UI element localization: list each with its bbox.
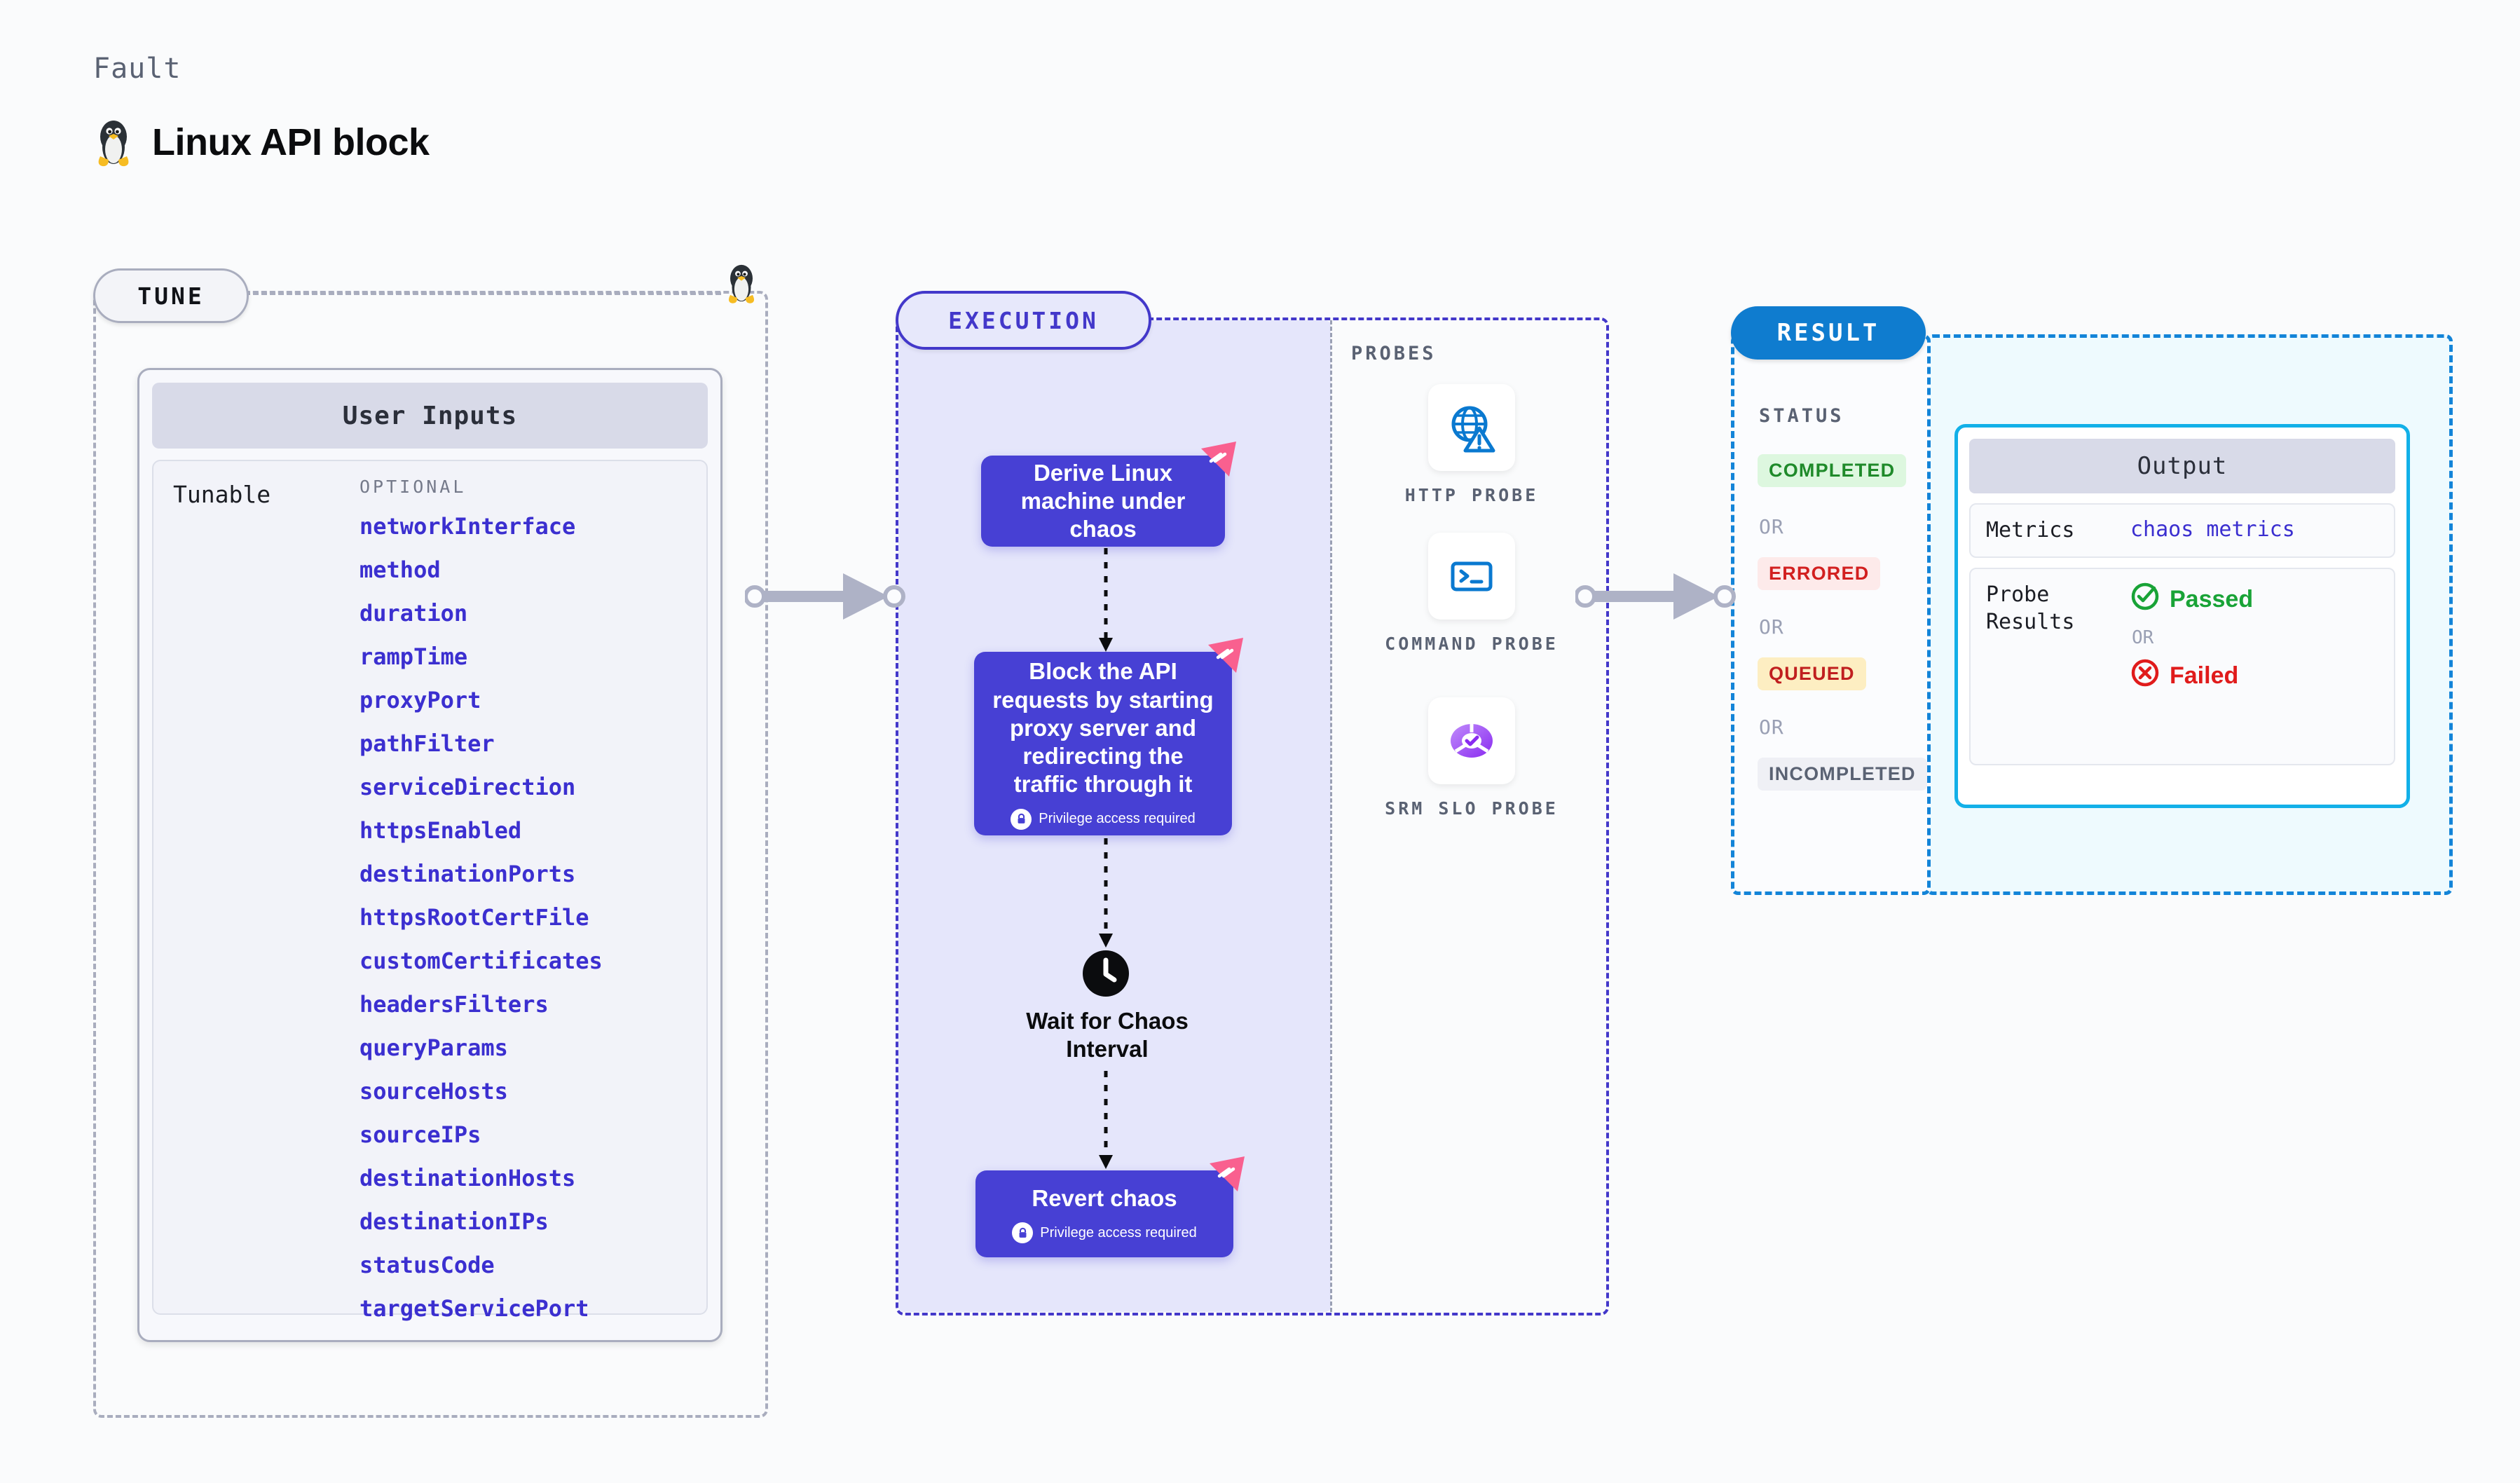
user-inputs-card: User Inputs Tunable OPTIONAL networkInte… [137,368,723,1342]
tunable-param[interactable]: proxyPort [359,687,481,713]
output-row-metrics: Metrics chaos metrics [1969,503,2395,559]
probe-result-or: OR [2132,627,2154,649]
failed-label: Failed [2170,662,2239,690]
probe-label: HTTP PROBE [1404,485,1539,505]
execution-node-revert-chaos[interactable]: Revert chaos Privilege access required [975,1156,1245,1257]
output-title: Output [1969,439,2395,493]
status-label: STATUS [1759,405,1844,427]
tunable-param[interactable]: statusCode [359,1252,495,1278]
tunable-param[interactable]: customCertificates [359,948,603,974]
lock-icon [1011,808,1032,830]
execution-pill[interactable]: EXECUTION [896,291,1151,350]
execution-node-label: Revert chaos [1032,1184,1177,1211]
result-status-region [1731,334,1931,895]
status-badge-errored: ERRORED [1758,557,1881,590]
tunable-param[interactable]: pathFilter [359,730,495,757]
result-pill[interactable]: RESULT [1731,306,1926,360]
probes-region [1330,320,1608,1312]
tunable-param[interactable]: sourceIPs [359,1121,481,1148]
connector-execution-to-result [1574,566,1744,630]
flow-arrow-2 [1092,838,1120,952]
tunable-box: Tunable OPTIONAL networkInterface method d… [152,460,708,1320]
linux-penguin-marker-icon [724,261,759,309]
privilege-badge-label: Privilege access required [1040,1224,1197,1241]
probe-results-key: Probe Results [1986,582,2075,634]
metrics-key: Metrics [1986,518,2075,542]
connector-tune-to-execution [744,566,906,630]
probe-label: SRM SLO PROBE [1385,798,1559,819]
status-badge-queued: QUEUED [1758,657,1866,690]
tunable-param[interactable]: targetServicePort [359,1295,589,1322]
status-badge-incompleted: INCOMPLETED [1758,758,1927,791]
privilege-badge-label: Privilege access required [1039,811,1196,827]
probe-item-srm-slo[interactable]: SRM SLO PROBE [1374,697,1570,821]
flow-arrow-1 [1092,548,1120,657]
terminal-icon [1428,533,1515,620]
passed-label: Passed [2170,586,2254,613]
page-title-row: Linux API block [93,116,430,169]
tunable-param[interactable]: sourceHosts [359,1078,508,1105]
tunable-param[interactable]: duration [359,600,468,627]
tunable-param[interactable]: queryParams [359,1034,508,1061]
page-title: Linux API block [152,121,430,163]
flow-arrow-3 [1092,1071,1120,1174]
probe-item-http[interactable]: HTTP PROBE [1374,384,1570,507]
tunable-param[interactable]: destinationPorts [359,861,576,887]
wait-for-chaos-interval-label: Wait for Chaos Interval [1026,1008,1189,1062]
probes-label: PROBES [1351,343,1437,364]
execution-node-derive-linux-machine[interactable]: Derive Linux machine under chaos [981,442,1236,547]
privilege-badge: Privilege access required [1012,1222,1197,1244]
metrics-value-link[interactable]: chaos metrics [2130,517,2295,542]
tunable-param[interactable]: httpsEnabled [359,817,522,844]
status-or-1: OR [1759,515,1784,538]
execution-node-label: Block the API requests by starting proxy… [992,658,1214,798]
linux-penguin-icon [93,116,134,169]
output-card: Output Metrics chaos metrics Probe Resul… [1954,424,2410,808]
tune-pill[interactable]: TUNE [93,268,249,323]
tunable-param[interactable]: destinationIPs [359,1208,549,1235]
fault-eyebrow-label: Fault [93,53,182,85]
check-circle-icon [2130,582,2160,617]
tunable-param[interactable]: serviceDirection [359,774,576,800]
lock-icon [1012,1222,1034,1244]
privilege-badge: Privilege access required [1011,808,1196,830]
clock-icon [1082,950,1130,997]
tunable-param[interactable]: headersFilters [359,991,549,1018]
status-badge-completed: COMPLETED [1758,454,1907,487]
user-inputs-title: User Inputs [152,383,708,449]
tunable-param[interactable]: destinationHosts [359,1165,576,1191]
probe-result-failed: Failed [2130,658,2253,694]
globe-warning-icon [1428,384,1515,471]
execution-node-block-api-requests[interactable]: Block the API requests by starting proxy… [974,638,1243,835]
optional-label: OPTIONAL [359,477,467,497]
output-row-probe-results: Probe Results Passed OR [1969,568,2395,766]
status-or-2: OR [1759,615,1784,638]
execution-region [896,317,1609,1315]
tune-dashed-connector [245,292,721,295]
probe-label: COMMAND PROBE [1385,634,1559,654]
tunable-param[interactable]: networkInterface [359,513,576,540]
probe-result-passed: Passed [2130,582,2253,617]
tunable-label: Tunable [173,481,271,508]
probe-item-command[interactable]: COMMAND PROBE [1374,533,1570,656]
slo-donut-check-icon [1428,697,1515,784]
x-circle-icon [2130,658,2160,694]
status-or-3: OR [1759,716,1784,739]
tunable-param[interactable]: method [359,556,441,583]
tunable-param[interactable]: rampTime [359,643,468,670]
tunable-param[interactable]: httpsRootCertFile [359,904,589,931]
execution-node-label: Derive Linux machine under chaos [1020,459,1186,542]
tunable-param-list: networkInterface method duration rampTime pr… [359,515,687,1320]
